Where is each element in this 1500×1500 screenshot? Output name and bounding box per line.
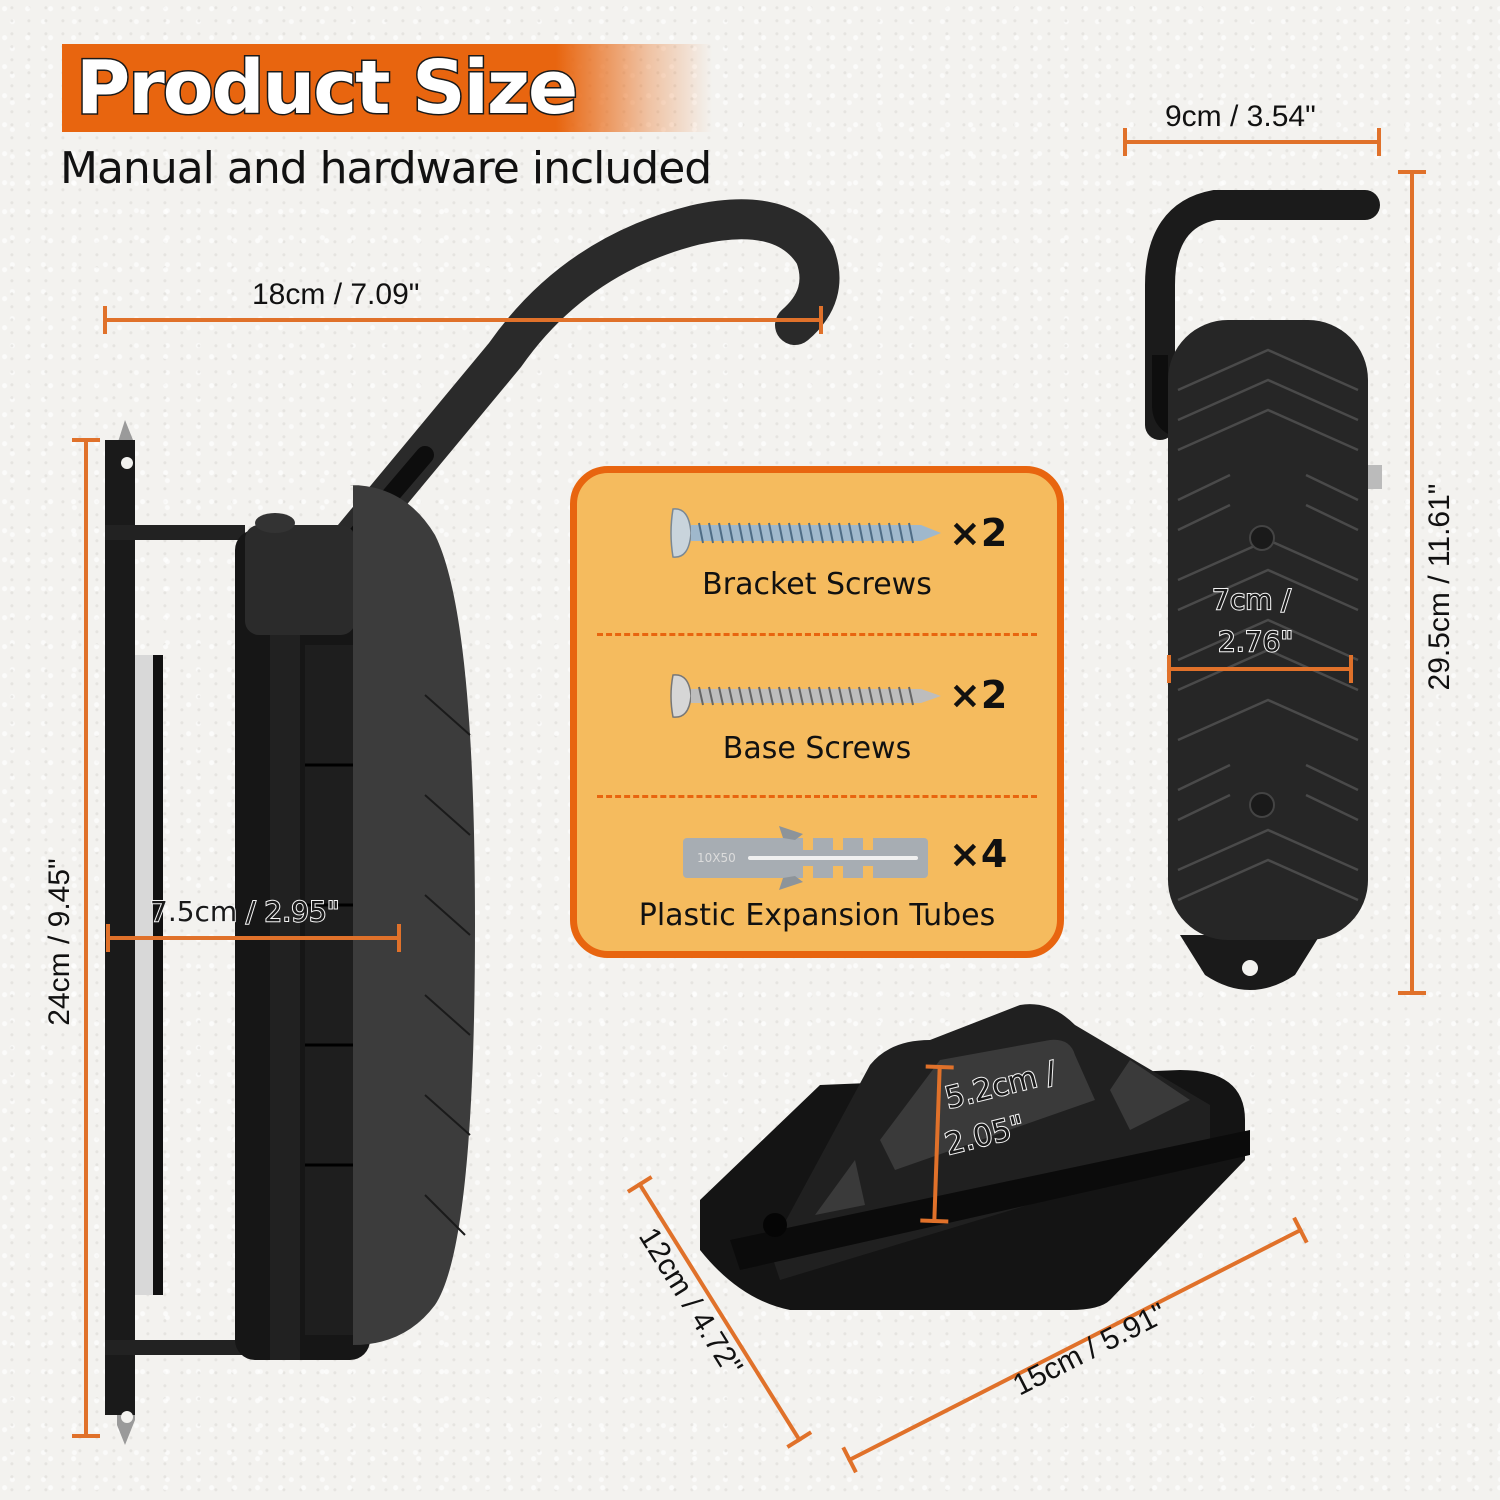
hardware-included-panel: ×2 Bracket Screws ×2 Base Screws 10X5 — [570, 466, 1064, 958]
front-height-label: 29.5cm / 11.61" — [1423, 483, 1456, 691]
front-view-bike-hook-image — [1145, 190, 1382, 990]
hardware-divider — [597, 795, 1037, 798]
side-height-label: 24cm / 9.45" — [43, 858, 76, 1026]
bracket-screws-label: Bracket Screws — [702, 567, 932, 602]
front-height-dimension-line — [1398, 170, 1426, 995]
front-width-dimension-line — [1123, 128, 1381, 156]
front-pad-width-label-line1: 7cm / — [1211, 582, 1292, 617]
hardware-item-bracket-screws: ×2 Bracket Screws — [577, 497, 1057, 627]
bracket-screws-qty: ×2 — [949, 511, 1008, 555]
side-view-bike-hook-image — [105, 199, 840, 1445]
title-banner — [62, 44, 712, 132]
base-screws-label: Base Screws — [722, 731, 912, 766]
hardware-item-expansion-tubes: 10X50 ×4 Plastic Expansion Tubes — [577, 818, 1057, 958]
hardware-divider — [597, 633, 1037, 636]
side-depth-dimension-line — [106, 924, 401, 952]
expansion-tube-icon: 10X50 — [683, 826, 928, 890]
expansion-tubes-label: Plastic Expansion Tubes — [638, 898, 996, 933]
svg-text:10X50: 10X50 — [697, 851, 736, 865]
front-width-label: 9cm / 3.54" — [1165, 100, 1316, 133]
hook-reach-label: 18cm / 7.09" — [252, 278, 420, 311]
side-height-dimension-line — [72, 438, 100, 1438]
hardware-item-base-screws: ×2 Base Screws — [577, 663, 1057, 793]
front-pad-width-label-line2: 2.76" — [1217, 624, 1294, 659]
expansion-tubes-qty: ×4 — [949, 832, 1008, 876]
page-title: Product Size — [74, 44, 579, 133]
base-screw-icon — [670, 674, 941, 718]
bracket-screw-icon — [670, 508, 941, 558]
front-pad-width-dimension-line — [1167, 655, 1353, 683]
side-depth-label: 7.5cm / 2.95" — [149, 894, 341, 929]
tire-holder-base-image — [700, 1004, 1250, 1310]
base-screws-qty: ×2 — [949, 673, 1008, 717]
hook-reach-dimension-line — [103, 306, 823, 334]
page-subtitle: Manual and hardware included — [60, 143, 712, 194]
